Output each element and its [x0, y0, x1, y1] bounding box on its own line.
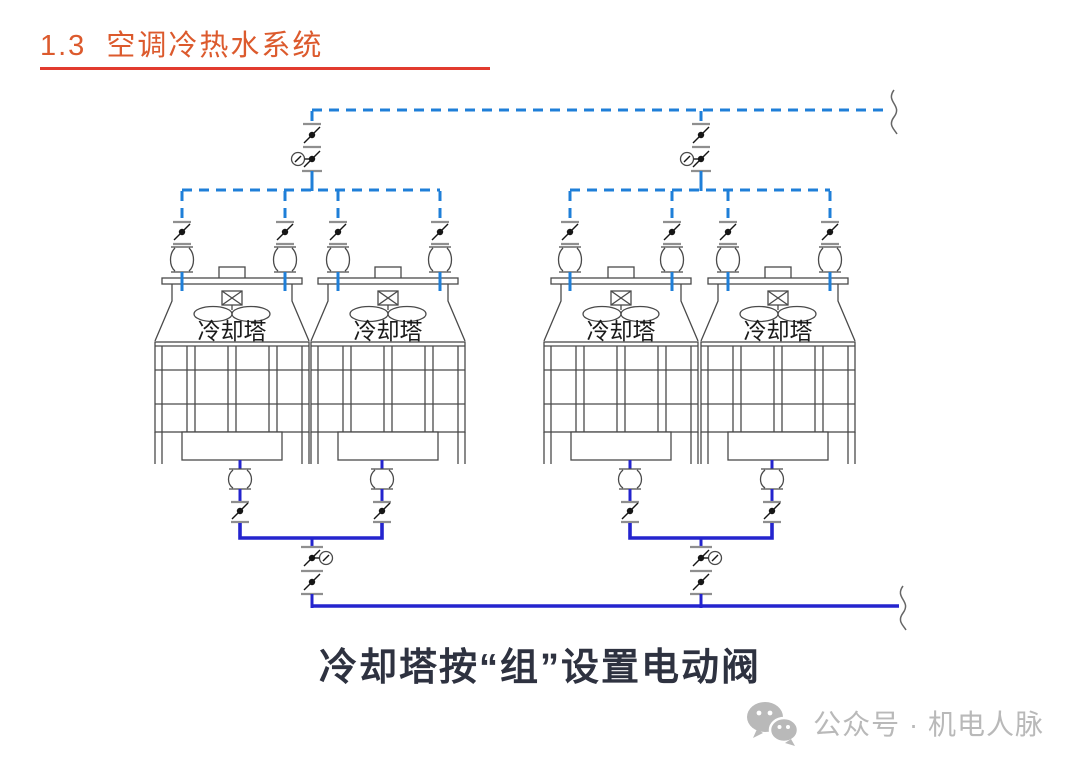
inlet-valve-assembly	[659, 189, 685, 293]
group1-return-collector-pipe	[238, 523, 384, 540]
inlet-valve-assembly	[427, 189, 453, 293]
group1-return-motor-valve	[299, 536, 334, 610]
inlet-valve-assembly	[325, 189, 351, 293]
pipe-break-icon	[890, 89, 898, 135]
inlet-valve-assembly	[817, 189, 843, 293]
inlet-valve-assembly	[557, 189, 583, 293]
inlet-valve-assembly	[272, 189, 298, 293]
group2-return-motor-valve	[688, 536, 723, 610]
tower-label: 冷却塔	[587, 319, 656, 345]
watermark-text: 公众号 · 机电人脉	[813, 709, 1044, 740]
cooling-tower-1	[154, 266, 310, 465]
inlet-valve-assembly	[715, 189, 741, 293]
group2-supply-motor-valve	[679, 109, 713, 193]
title-underline	[40, 67, 490, 70]
inlet-valve-assembly	[169, 189, 195, 293]
tower-label: 冷却塔	[198, 319, 267, 345]
watermark: 公众号 · 机电人脉	[745, 700, 1044, 746]
outlet-valve-assembly	[369, 458, 395, 524]
outlet-valve-assembly	[227, 458, 253, 524]
wechat-icon	[747, 702, 800, 746]
cooling-tower-3	[543, 266, 699, 465]
group1-supply-motor-valve	[290, 109, 324, 193]
cooling-tower-4	[700, 266, 856, 465]
group2-return-collector-pipe	[628, 523, 774, 540]
cooling-tower-2	[310, 266, 466, 465]
outlet-valve-assembly	[759, 458, 785, 524]
caption-text: 冷却塔按“组”设置电动阀	[318, 647, 761, 689]
tower-label: 冷却塔	[744, 319, 813, 345]
page-title: 1.3 空调冷热水系统	[40, 30, 324, 62]
tower-label: 冷却塔	[354, 319, 423, 345]
pipe-break-icon	[899, 585, 907, 631]
outlet-valve-assembly	[617, 458, 643, 524]
